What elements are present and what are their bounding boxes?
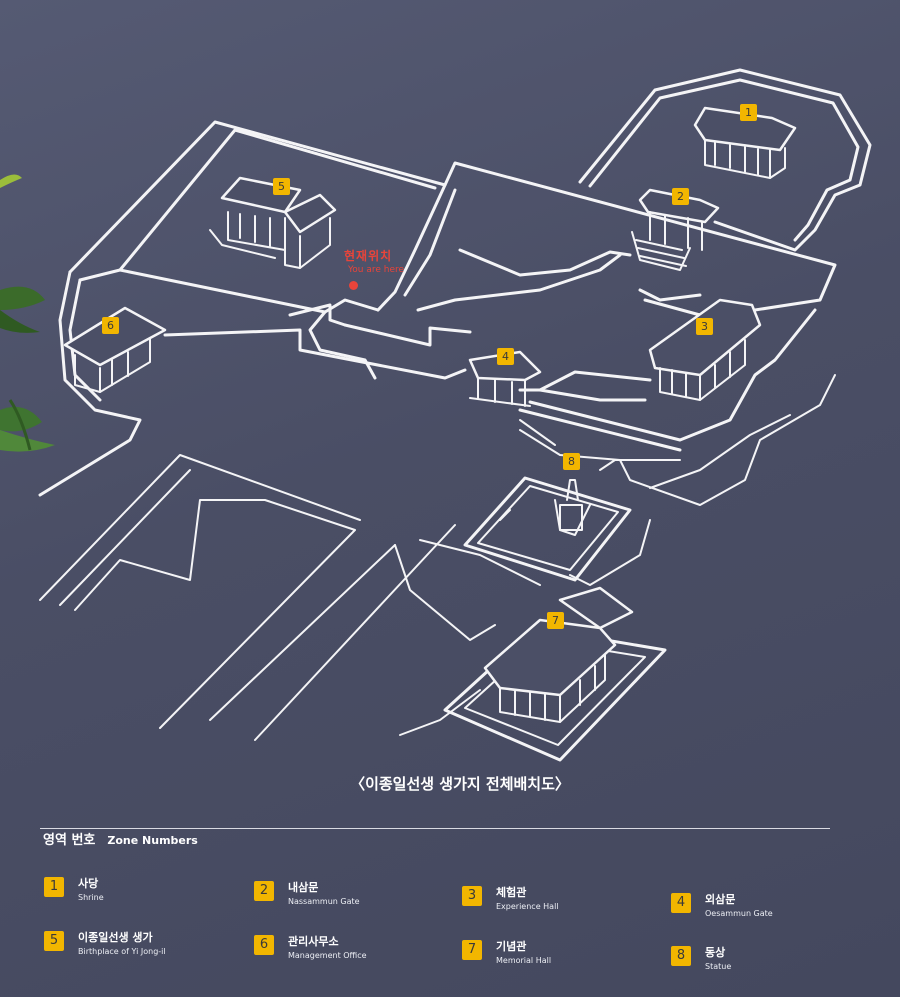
building-memorial-hall [483,586,634,723]
legend-label-en: Memorial Hall [496,956,552,965]
you-are-here-dot [349,281,358,290]
legend-label-ko: 외삼문 [705,893,736,906]
legend-number: 3 [462,886,482,906]
marker-memorial-hall: 7 [547,612,564,629]
legend-heading: 영역 번호 Zone Numbers [43,829,198,848]
legend-label-ko: 관리사무소 [288,935,339,948]
shrine-enclosure [578,68,872,252]
legend-heading-ko: 영역 번호 [43,833,96,848]
marker-management-office: 6 [102,317,119,334]
legend-label-en: Shrine [78,893,104,902]
plant-leaves-decoration [0,174,55,452]
building-nassammun-gate [631,188,720,271]
legend-label-ko: 체험관 [496,886,527,899]
marker-birthplace: 5 [273,178,290,195]
map-title: 〈이종일선생 생가지 전체배치도〉 [350,775,570,793]
legend-label-en: Management Office [288,951,367,960]
legend-heading-en: Zone Numbers [107,834,198,847]
marker-experience-hall: 3 [696,318,713,335]
legend-label-en: Nassammun Gate [288,897,360,906]
legend-number: 1 [44,877,64,897]
legend-number: 5 [44,931,64,951]
legend-label-en: Birthplace of Yi Jong-il [78,947,166,956]
legend-label-en: Experience Hall [496,902,559,911]
marker-nassammun-gate: 2 [672,188,689,205]
legend-label-ko: 사당 [78,877,99,890]
legend-divider [40,828,830,829]
legend-number: 4 [671,893,691,913]
legend-label-ko: 동상 [705,946,726,959]
you-are-here-label-en: You are here [348,265,405,275]
building-shrine [693,106,797,179]
marker-shrine: 1 [740,104,757,121]
marker-statue: 8 [563,453,580,470]
statue-plaza [463,476,632,582]
building-experience-hall [648,298,762,401]
marker-oesammun-gate: 4 [497,348,514,365]
legend-number: 2 [254,881,274,901]
roads [39,374,836,741]
legend-label-ko: 이종일선생 생가 [78,931,153,944]
building-birthplace [209,176,337,269]
compound-walls [68,120,837,452]
legend-label-en: Statue [705,962,732,971]
you-are-here-label-ko: 현재위치 [344,249,393,263]
legend-number: 6 [254,935,274,955]
legend-number: 7 [462,940,482,960]
legend-label-ko: 내삼문 [288,881,319,894]
legend-number: 8 [671,946,691,966]
legend-label-en: Oesammun Gate [705,909,773,918]
legend-label-ko: 기념관 [496,940,527,953]
